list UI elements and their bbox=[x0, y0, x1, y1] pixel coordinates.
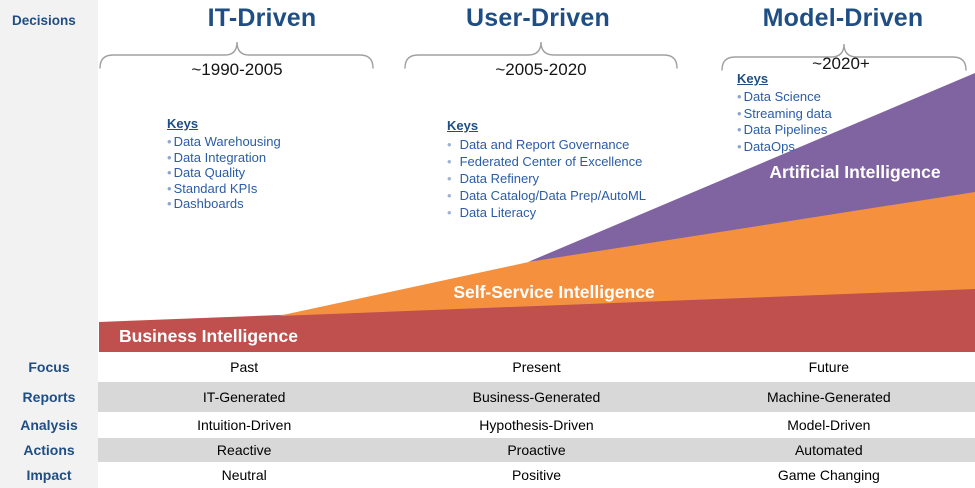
period-model-driven: ~2020+ bbox=[812, 54, 870, 73]
bullet-icon bbox=[167, 165, 172, 180]
reports-model-value: Machine-Generated bbox=[766, 389, 891, 405]
brace-model-driven bbox=[721, 43, 967, 71]
bullet-icon bbox=[167, 196, 172, 211]
bullet-icon bbox=[167, 134, 172, 149]
keys-header: Keys bbox=[447, 118, 479, 133]
bullet-icon bbox=[167, 150, 172, 165]
bullet-icon bbox=[447, 154, 452, 169]
decisions-sidebar bbox=[0, 0, 98, 488]
list-item: Data Catalog/Data Prep/AutoML bbox=[447, 187, 646, 204]
bullet-icon bbox=[447, 171, 452, 186]
list-item: Data Warehousing bbox=[167, 134, 281, 150]
analysis-user-value: Hypothesis-Driven bbox=[479, 417, 594, 433]
brace-it-driven bbox=[99, 41, 374, 69]
bullet-icon bbox=[737, 122, 742, 137]
period-user-driven: ~2005-2020 bbox=[495, 60, 587, 79]
list-item: Data Refinery bbox=[447, 170, 646, 187]
row-label-focus: Focus bbox=[28, 359, 70, 375]
table-row: Reports IT-Generated Business-Generated … bbox=[0, 382, 975, 412]
bullet-icon bbox=[737, 106, 742, 121]
keys-header: Keys bbox=[167, 116, 199, 131]
row-label-impact: Impact bbox=[26, 467, 72, 483]
section-title-user-driven: User-Driven bbox=[466, 4, 610, 32]
section-title-it-driven: IT-Driven bbox=[207, 4, 317, 32]
list-item: Standard KPIs bbox=[167, 181, 281, 197]
actions-it-value: Reactive bbox=[216, 442, 272, 458]
bullet-icon bbox=[167, 181, 172, 196]
row-label-analysis: Analysis bbox=[20, 417, 78, 433]
bullet-icon bbox=[447, 137, 452, 152]
keys-list-it-driven: Keys Data Warehousing Data Integration D… bbox=[167, 116, 281, 212]
table-row: Focus Past Present Future bbox=[0, 352, 975, 382]
row-label-actions: Actions bbox=[23, 442, 75, 458]
artificial-intelligence-label: Artificial Intelligence bbox=[769, 162, 941, 182]
impact-user-value: Positive bbox=[511, 467, 561, 483]
reports-user-value: Business-Generated bbox=[472, 389, 601, 405]
list-item: Data Science bbox=[737, 89, 832, 106]
decisions-label: Decisions bbox=[12, 13, 76, 28]
keys-header: Keys bbox=[737, 71, 769, 86]
impact-it-value: Neutral bbox=[221, 467, 267, 483]
business-intelligence-label: Business Intelligence bbox=[119, 326, 298, 346]
self-service-intelligence-label: Self-Service Intelligence bbox=[453, 282, 655, 302]
bullet-icon bbox=[737, 139, 742, 154]
section-title-model-driven: Model-Driven bbox=[762, 4, 924, 32]
table-row: Impact Neutral Positive Game Changing bbox=[0, 462, 975, 488]
bullet-icon bbox=[447, 205, 452, 220]
focus-user-value: Present bbox=[512, 359, 561, 375]
comparison-table: Focus Past Present Future Reports IT-Gen… bbox=[0, 352, 975, 488]
bullet-icon bbox=[737, 89, 742, 104]
list-item: Data Quality bbox=[167, 165, 281, 181]
list-item: Data and Report Governance bbox=[447, 136, 646, 153]
list-item: Streaming data bbox=[737, 106, 832, 123]
artificial-intelligence-wedge bbox=[528, 73, 975, 262]
keys-list-model-driven: Keys Data Science Streaming data Data Pi… bbox=[737, 71, 832, 155]
table-row: Analysis Intuition-Driven Hypothesis-Dri… bbox=[0, 412, 975, 438]
business-intelligence-wedge bbox=[99, 288, 975, 352]
keys-list-user-driven: Keys Data and Report Governance Federate… bbox=[447, 118, 646, 221]
focus-model-value: Future bbox=[808, 359, 850, 375]
list-item: DataOps bbox=[737, 139, 832, 156]
table-row: Actions Reactive Proactive Automated bbox=[0, 438, 975, 462]
list-item: Data Literacy bbox=[447, 204, 646, 221]
list-item: Data Pipelines bbox=[737, 122, 832, 139]
actions-user-value: Proactive bbox=[507, 442, 566, 458]
list-item: Data Integration bbox=[167, 150, 281, 166]
impact-model-value: Game Changing bbox=[777, 467, 880, 483]
brace-user-driven bbox=[404, 41, 678, 69]
bullet-icon bbox=[447, 188, 452, 203]
row-label-reports: Reports bbox=[22, 389, 76, 405]
list-item: Federated Center of Excellence bbox=[447, 153, 646, 170]
actions-model-value: Automated bbox=[794, 442, 863, 458]
period-it-driven: ~1990-2005 bbox=[191, 60, 283, 79]
analysis-model-value: Model-Driven bbox=[787, 417, 871, 433]
list-item: Dashboards bbox=[167, 196, 281, 212]
analysis-it-value: Intuition-Driven bbox=[197, 417, 292, 433]
focus-it-value: Past bbox=[230, 359, 259, 375]
reports-it-value: IT-Generated bbox=[202, 389, 286, 405]
